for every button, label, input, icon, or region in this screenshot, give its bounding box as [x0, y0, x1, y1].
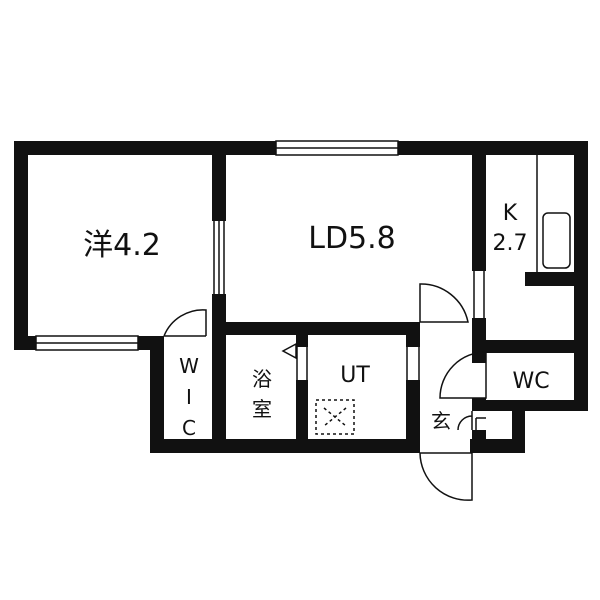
windows	[35, 140, 399, 351]
wall-wic-bath-top	[212, 335, 226, 357]
door-wc	[439, 351, 487, 399]
door-ld-lower	[419, 283, 469, 323]
wall-wic-bath	[212, 357, 226, 453]
wall-ld-kitchen-top	[472, 141, 486, 271]
room-bath-label-2: 室	[252, 397, 272, 421]
door-entrance	[419, 452, 473, 501]
wall-top-right	[398, 141, 588, 155]
wall-entrance-right	[472, 430, 486, 453]
kitchen-sink	[542, 212, 571, 269]
bath-water-heater-marker	[281, 342, 297, 360]
door-entrance-small	[457, 411, 473, 431]
wall-bath-ut-top	[296, 335, 308, 347]
wall-bath-ut	[296, 380, 308, 453]
wall-top-left	[14, 141, 276, 155]
room-western-label: 洋4.2	[83, 228, 161, 263]
room-ut-label: UT	[340, 363, 370, 388]
wall-western-bottom-a	[14, 336, 36, 350]
wall-above-wc	[472, 340, 588, 353]
bath-fixtures	[281, 342, 355, 435]
wall-ut-entrance	[406, 380, 420, 453]
wall-wc-bottom	[472, 400, 512, 411]
sliding-doors	[213, 221, 485, 380]
wall-ld-kitchen-bottom	[472, 318, 486, 340]
room-entrance-label: 玄	[431, 409, 451, 433]
room-kitchen-size-label: 2.7	[493, 231, 528, 256]
wall-right-step	[510, 400, 588, 411]
wall-wic-left	[150, 336, 164, 453]
kitchen-fixtures	[536, 155, 571, 272]
room-kitchen-k-label: K	[503, 201, 518, 226]
kitchen-block	[525, 272, 588, 286]
washing-machine-space	[315, 399, 355, 435]
wall-wc-left	[472, 353, 486, 363]
walls	[14, 141, 588, 453]
wall-ld-bottom	[212, 322, 420, 335]
room-wic-w-label: W	[179, 354, 199, 378]
wall-ut-entrance-top	[406, 335, 420, 347]
room-ld-label: LD5.8	[308, 221, 396, 256]
room-labels: 洋4.2 LD5.8 K 2.7 WC W I C 浴 室 UT 玄	[83, 201, 549, 440]
room-wc-label: WC	[512, 369, 549, 394]
room-bath-label-1: 浴	[252, 367, 272, 391]
door-wic	[163, 309, 207, 337]
wall-western-ld-top	[212, 155, 226, 221]
wall-right-step-vert	[512, 400, 525, 453]
wall-bottom	[150, 439, 420, 453]
room-wic-i-label: I	[186, 385, 192, 409]
room-wic-c-label: C	[182, 416, 196, 440]
wall-left	[14, 141, 28, 350]
door-swings	[163, 283, 487, 501]
